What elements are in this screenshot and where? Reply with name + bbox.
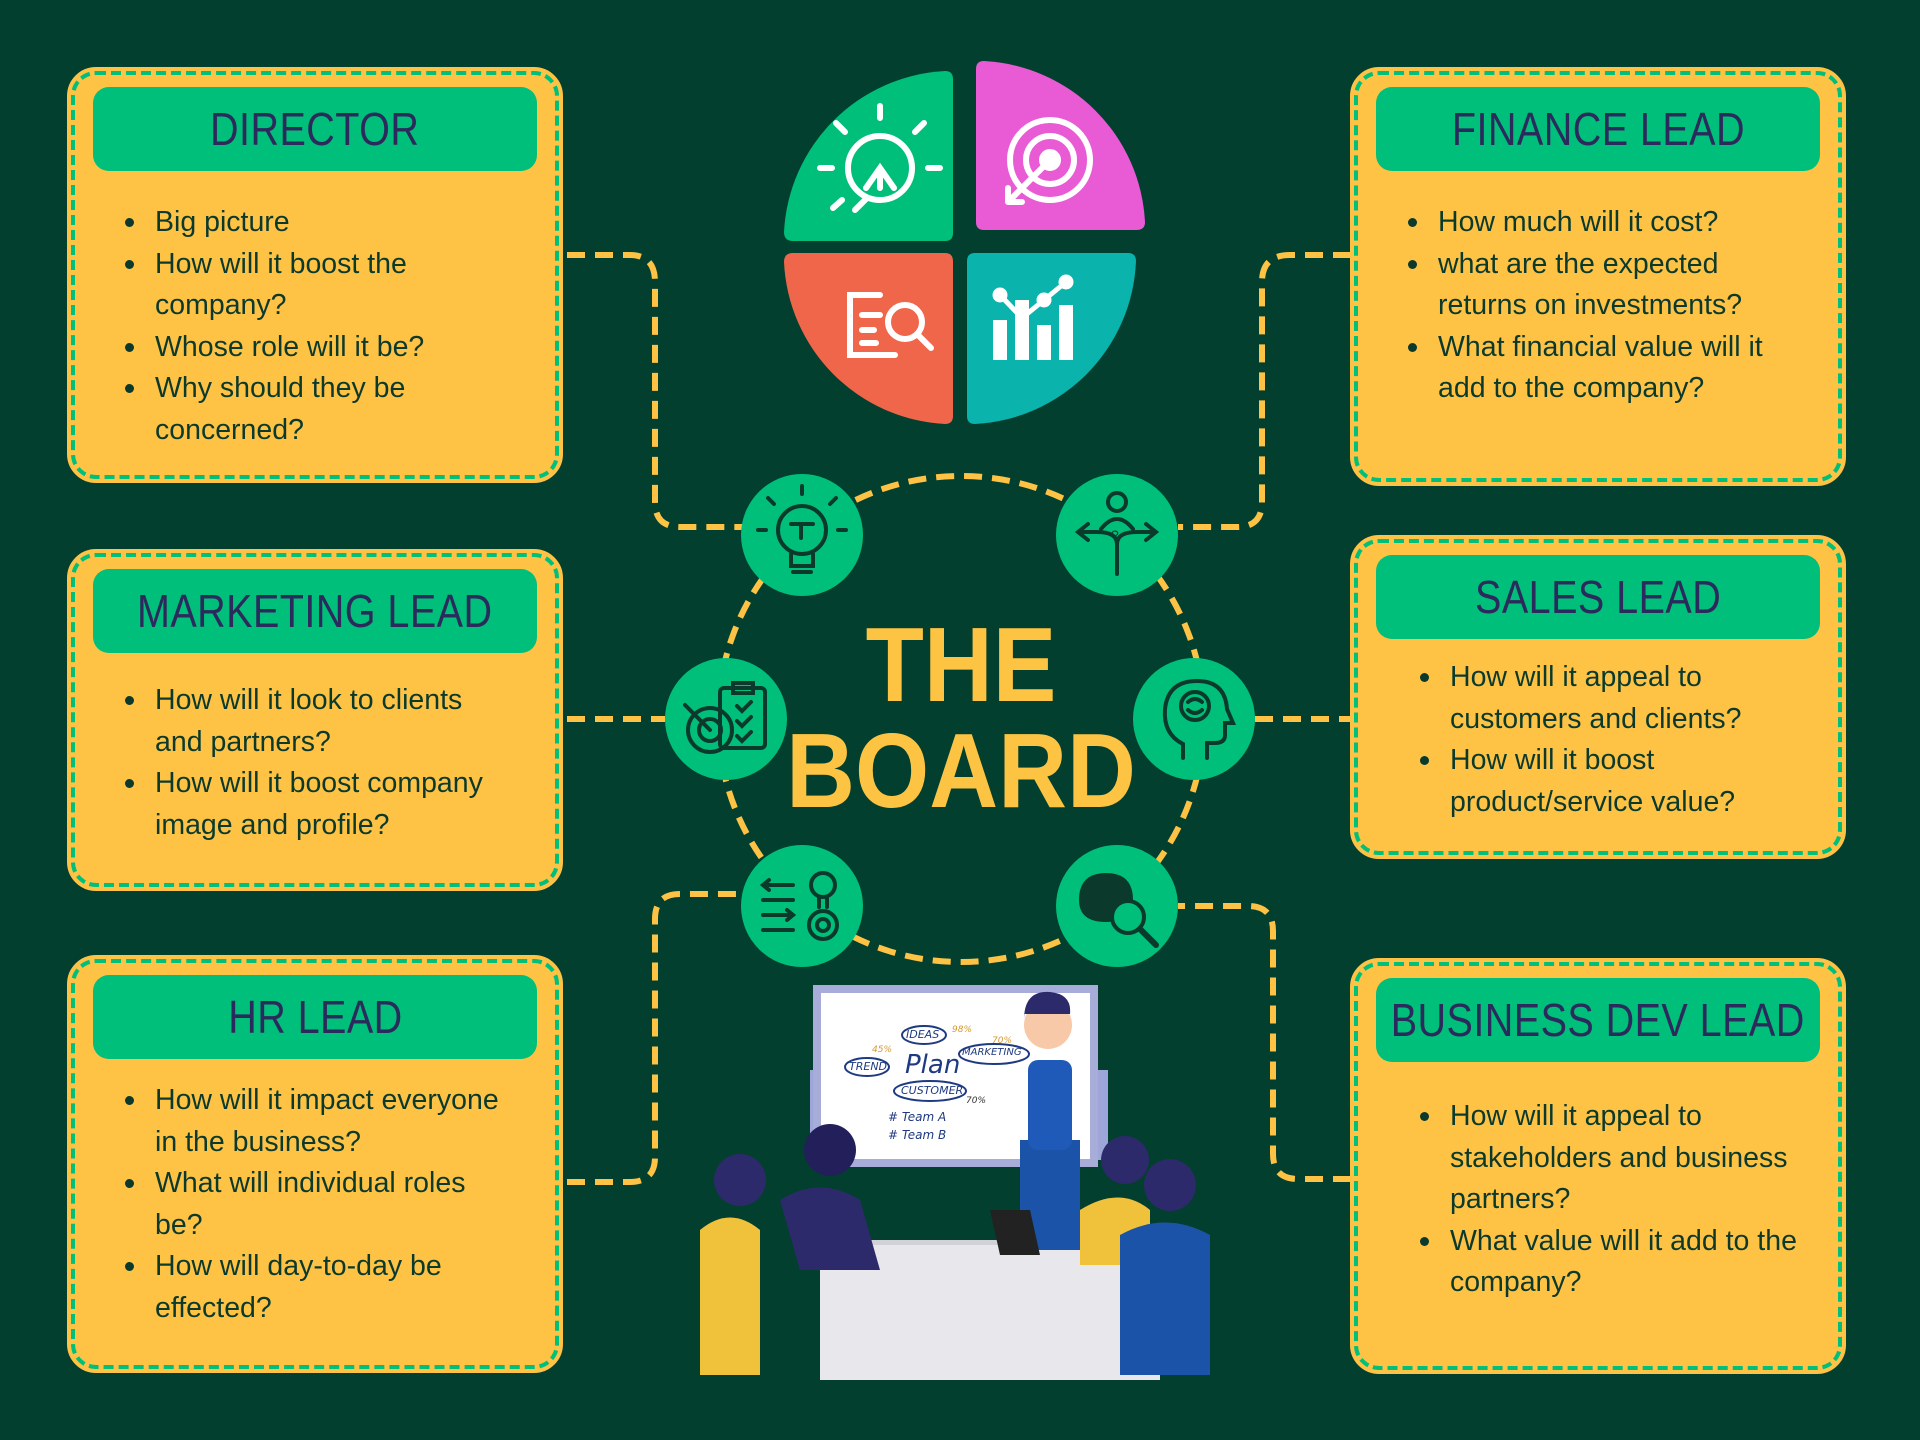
list-item: How much will it cost?: [1408, 202, 1838, 244]
finance-box: FINANCE LEAD How much will it cost? what…: [1350, 67, 1846, 486]
marketing-list: How will it look to clients and partners…: [75, 680, 555, 846]
list-item: How will it look to clients and partners…: [125, 680, 555, 763]
finance-header: FINANCE LEAD: [1376, 87, 1820, 171]
list-item: How will it impact everyone in the busin…: [125, 1080, 555, 1163]
person-2-head: [804, 1124, 856, 1176]
hr-box: HR LEAD How will it impact everyone in t…: [67, 955, 563, 1373]
connector-bizdev: [1178, 903, 1351, 1182]
bizdev-list: How will it appeal to stakeholders and b…: [1358, 1096, 1838, 1304]
quadrant-green: [784, 71, 953, 241]
sales-box: SALES LEAD How will it appeal to custome…: [1350, 535, 1846, 859]
connector-finance: [1178, 252, 1351, 530]
director-box: DIRECTOR Big picture How will it boost t…: [67, 67, 563, 483]
marketing-header: MARKETING LEAD: [93, 569, 537, 653]
director-title: DIRECTOR: [210, 103, 420, 155]
list-item: What will individual roles be?: [125, 1163, 555, 1246]
list-item: what are the expected returns on investm…: [1408, 244, 1838, 327]
board-title-line1: THE: [865, 606, 1057, 724]
director-list: Big picture How will it boost the compan…: [75, 202, 555, 451]
target-checklist-icon: [665, 658, 787, 780]
settings-tools-icon: [741, 845, 863, 967]
quadrant-teal: [967, 253, 1136, 424]
sales-title: SALES LEAD: [1474, 571, 1722, 623]
quadrant-pink: [976, 61, 1145, 230]
quadrant-orange: [784, 253, 953, 424]
list-item: Why should they be concerned?: [125, 368, 555, 451]
bar-chart-icon: [992, 274, 1074, 360]
list-item: How will it boost product/service value?: [1420, 740, 1838, 823]
list-item: What financial value will it add to the …: [1408, 327, 1838, 410]
marketing-title: MARKETING LEAD: [137, 585, 493, 637]
bizdev-box: BUSINESS DEV LEAD How will it appeal to …: [1350, 958, 1846, 1374]
head-brain-icon: [1133, 658, 1255, 780]
person-4-head: [1144, 1159, 1196, 1211]
list-item: Whose role will it be?: [125, 327, 555, 369]
connector-director: [567, 252, 742, 530]
list-item: How will it boost company image and prof…: [125, 763, 555, 846]
finance-list: How much will it cost? what are the expe…: [1358, 202, 1838, 410]
meeting-illustration: [700, 985, 1210, 1380]
svg-text:?: ?: [1111, 527, 1119, 543]
list-item: What value will it add to the company?: [1420, 1221, 1838, 1304]
brain-search-icon: [1056, 845, 1178, 967]
sales-header: SALES LEAD: [1376, 555, 1820, 639]
finance-title: FINANCE LEAD: [1451, 103, 1745, 155]
bizdev-title: BUSINESS DEV LEAD: [1390, 994, 1806, 1046]
sales-list: How will it appeal to customers and clie…: [1358, 657, 1838, 823]
hr-header: HR LEAD: [93, 975, 537, 1059]
connector-hr: [567, 891, 742, 1185]
target-icon: [1005, 117, 1093, 205]
list-item: How will it boost the company?: [125, 244, 555, 327]
list-item: How will day-to-day be effected?: [125, 1246, 555, 1329]
list-item: How will it appeal to stakeholders and b…: [1420, 1096, 1838, 1221]
director-header: DIRECTOR: [93, 87, 537, 171]
bizdev-header: BUSINESS DEV LEAD: [1376, 978, 1820, 1062]
marketing-box: MARKETING LEAD How will it look to clien…: [67, 549, 563, 891]
board-title-line2: BOARD: [786, 712, 1136, 830]
document-search-icon: [847, 292, 934, 358]
decision-arrows-icon: ?: [1056, 474, 1178, 596]
lightbulb-icon: [817, 103, 943, 213]
hr-title: HR LEAD: [227, 991, 403, 1043]
person-3-head: [1101, 1136, 1149, 1184]
hr-list: How will it impact everyone in the busin…: [75, 1080, 555, 1329]
list-item: How will it appeal to customers and clie…: [1420, 657, 1838, 740]
list-item: Big picture: [125, 202, 555, 244]
lightbulb-puzzle-icon: [741, 474, 863, 596]
whiteboard-stand-right: [1098, 1070, 1108, 1160]
person-1-head: [714, 1154, 766, 1206]
